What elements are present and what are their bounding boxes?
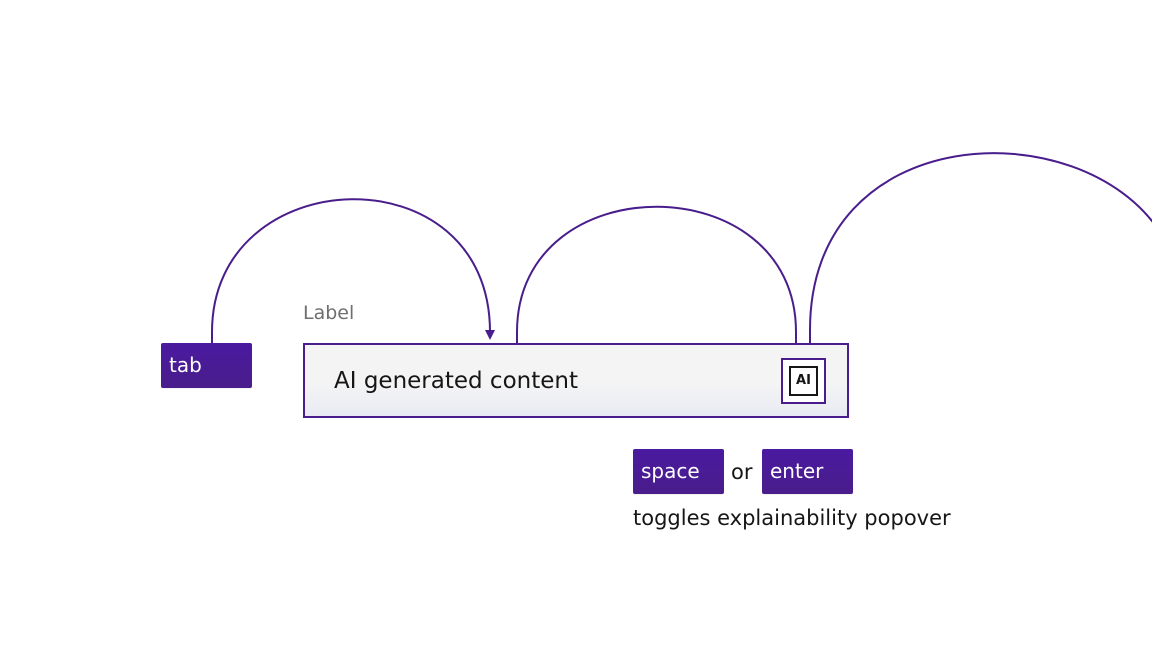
- ai-text-field[interactable]: AI generated content AI: [303, 343, 849, 418]
- tab-key: tab: [161, 343, 252, 388]
- arrow-field-to-ai-button: [516, 205, 797, 347]
- ai-label-button[interactable]: AI: [781, 358, 826, 404]
- arrow-tab-to-field-head: [485, 330, 495, 340]
- or-text: or: [731, 460, 753, 484]
- ai-label-icon: AI: [789, 366, 818, 396]
- caption: toggles explainability popover: [633, 506, 951, 530]
- arrow-ai-button-to-next: [809, 152, 1152, 358]
- space-key: space: [633, 449, 724, 494]
- enter-key: enter: [762, 449, 853, 494]
- field-label: Label: [303, 302, 355, 324]
- field-value: AI generated content: [334, 368, 578, 394]
